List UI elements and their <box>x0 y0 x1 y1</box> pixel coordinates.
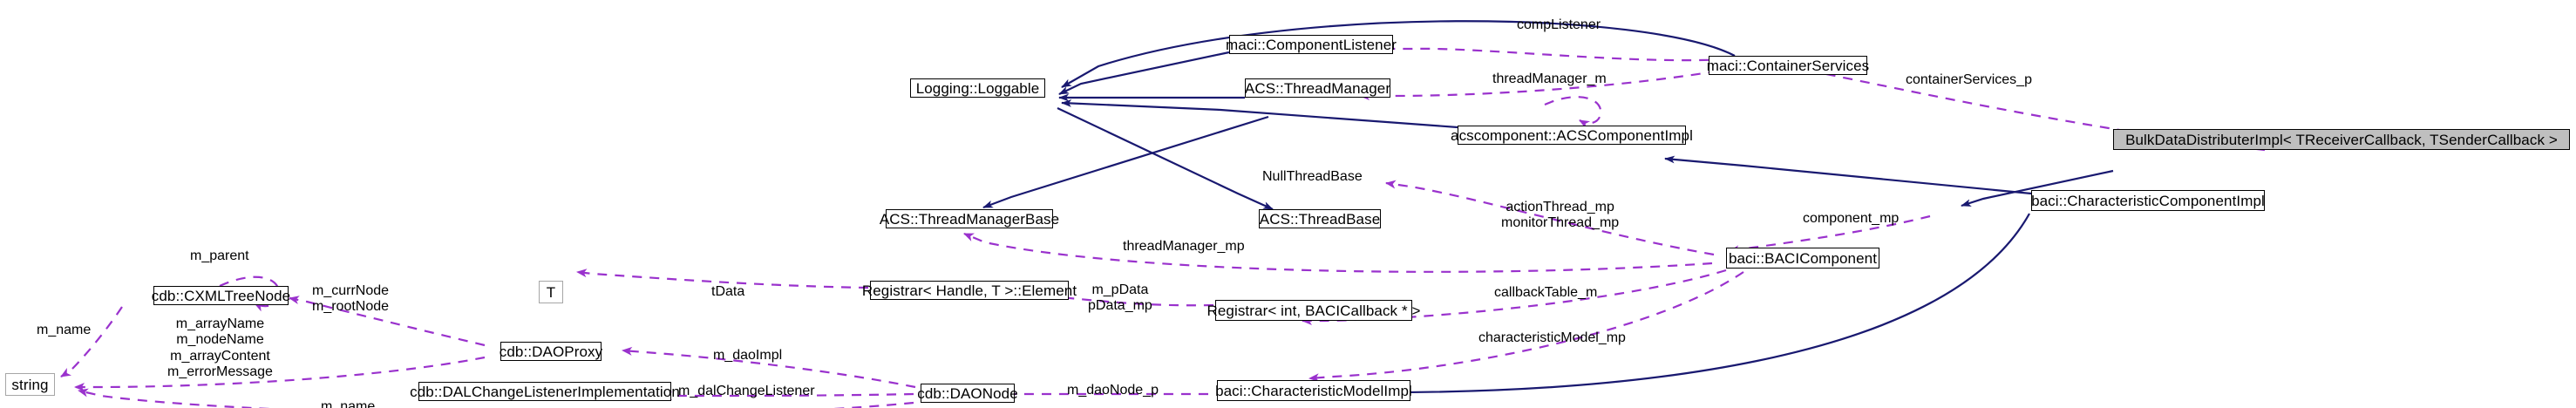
node-label: BulkDataDistributerImpl< TReceiverCallba… <box>2125 131 2558 148</box>
edge-label-actionthread-mp: actionThread_mp monitorThread_mp <box>1501 200 1620 231</box>
node-acscomponent-acscomponentimpl[interactable]: acscomponent::ACSComponentImpl <box>1451 126 1693 145</box>
node-baci-bacicomponent[interactable]: baci::BACIComponent <box>1726 248 1879 269</box>
node-label: Logging::Loggable <box>915 79 1040 97</box>
node-cdb-daonode[interactable]: cdb::DAONode <box>917 384 1018 403</box>
node-label: acscomponent::ACSComponentImpl <box>1451 126 1693 144</box>
edge-label-m-dalchangelistener: m_dalChangeListener <box>678 384 815 398</box>
node-label: cdb::CXMLTreeNode <box>151 287 291 304</box>
edge-label-tdata: tData <box>711 284 745 299</box>
edge-cxmltreenode-string <box>60 306 123 377</box>
node-label: baci::CharacteristicModelImpl <box>1215 382 1412 399</box>
edge-acscomponentimpl-loggable <box>1061 99 1458 129</box>
edge-label-containerservices-p: containerServices_p <box>1906 72 2032 87</box>
edge-label-m-arrayname-group: m_arrayName m_nodeName m_arrayContent m_… <box>167 316 273 380</box>
node-label: maci::ComponentListener <box>1226 36 1397 53</box>
node-logging-loggable[interactable]: Logging::Loggable <box>910 78 1045 98</box>
node-label: cdb::DALChangeListenerImplementation <box>410 383 680 400</box>
edge-label-m-pdata-pdata-mp: m_pData pData_mp <box>1088 282 1152 314</box>
node-label: baci::CharacteristicComponentImpl <box>2031 192 2265 209</box>
edge-label-nullthreadbase: NullThreadBase <box>1262 169 1363 184</box>
node-template-parameter-t[interactable]: T <box>539 281 563 303</box>
edge-containerservices-componentlistener <box>1376 44 1727 62</box>
node-label: maci::ContainerServices <box>1706 57 1870 74</box>
edge-label-complistener: compListener <box>1517 17 1601 32</box>
edge-label-threadmanager-m: threadManager_m <box>1492 71 1607 86</box>
node-baci-characteristicmodelimpl[interactable]: baci::CharacteristicModelImpl <box>1215 380 1412 401</box>
edge-label-m-parent: m_parent <box>190 248 249 263</box>
node-label: T <box>546 283 556 301</box>
node-label: ACS::ThreadBase <box>1259 210 1381 228</box>
edge-charcomponentimpl-acscomponentimpl <box>1664 155 2032 195</box>
edge-bacicomponent-threadmanagerbase <box>963 232 1713 273</box>
node-label: Registrar< Handle, T >::Element <box>861 282 1077 299</box>
node-cdb-dalchangelistenerimplementation[interactable]: cdb::DALChangeListenerImplementation <box>410 382 680 401</box>
edge-containerservices-loggable <box>1061 20 1736 88</box>
node-label: Registrar< int, BACICallback * > <box>1206 302 1421 319</box>
node-label: cdb::DAOProxy <box>499 343 603 360</box>
node-maci-containerservices[interactable]: maci::ContainerServices <box>1706 56 1870 75</box>
edge-componentlistener-loggable <box>1058 51 1230 95</box>
edge-label-component-mp: component_mp <box>1803 211 1900 226</box>
edge-threadmanager-threadmanagerbase <box>982 115 1269 209</box>
node-label: string <box>11 376 49 393</box>
node-cdb-cxmltreenode[interactable]: cdb::CXMLTreeNode <box>151 286 291 305</box>
node-label: baci::BACIComponent <box>1728 249 1878 267</box>
edge-label-m-name-bottom: m_name <box>321 399 376 408</box>
usage-edges <box>60 44 2266 408</box>
node-label: ACS::ThreadManagerBase <box>879 210 1060 228</box>
node-label: cdb::DAONode <box>917 384 1018 402</box>
edge-label-threadmanager-mp: threadManager_mp <box>1123 239 1245 254</box>
node-registrar-handle-t-element[interactable]: Registrar< Handle, T >::Element <box>862 281 1077 300</box>
node-maci-componentlistener[interactable]: maci::ComponentListener <box>1226 35 1397 54</box>
node-bulkdatadistributerimpl[interactable]: BulkDataDistributerImpl< TReceiverCallba… <box>2113 129 2570 150</box>
edge-label-m-currnode-m-rootnode: m_currNode m_rootNode <box>312 283 390 315</box>
node-label: ACS::ThreadManager <box>1244 79 1391 97</box>
edge-label-m-daoimpl: m_daoImpl <box>713 348 783 363</box>
edge-label-callbacktable-m: callbackTable_m <box>1494 285 1598 300</box>
edge-loggable-threadbase <box>1057 107 1274 211</box>
node-string[interactable]: string <box>5 373 55 396</box>
node-acs-threadbase[interactable]: ACS::ThreadBase <box>1259 209 1381 228</box>
node-baci-characteristiccomponentimpl[interactable]: baci::CharacteristicComponentImpl <box>2031 190 2265 211</box>
edge-label-m-daonode-p: m_daoNode_p <box>1067 383 1159 398</box>
node-acs-threadmanagerbase[interactable]: ACS::ThreadManagerBase <box>880 209 1059 228</box>
edge-label-m-name-left: m_name <box>37 323 92 337</box>
edge-threadbase-selfloop <box>1544 96 1602 129</box>
node-registrar-int-bacicallback[interactable]: Registrar< int, BACICallback * > <box>1206 300 1420 321</box>
node-cdb-daoproxy[interactable]: cdb::DAOProxy <box>500 342 602 361</box>
edge-label-characteristicmodel-mp: characteristicModel_mp <box>1478 330 1626 345</box>
node-acs-threadmanager[interactable]: ACS::ThreadManager <box>1245 78 1390 98</box>
